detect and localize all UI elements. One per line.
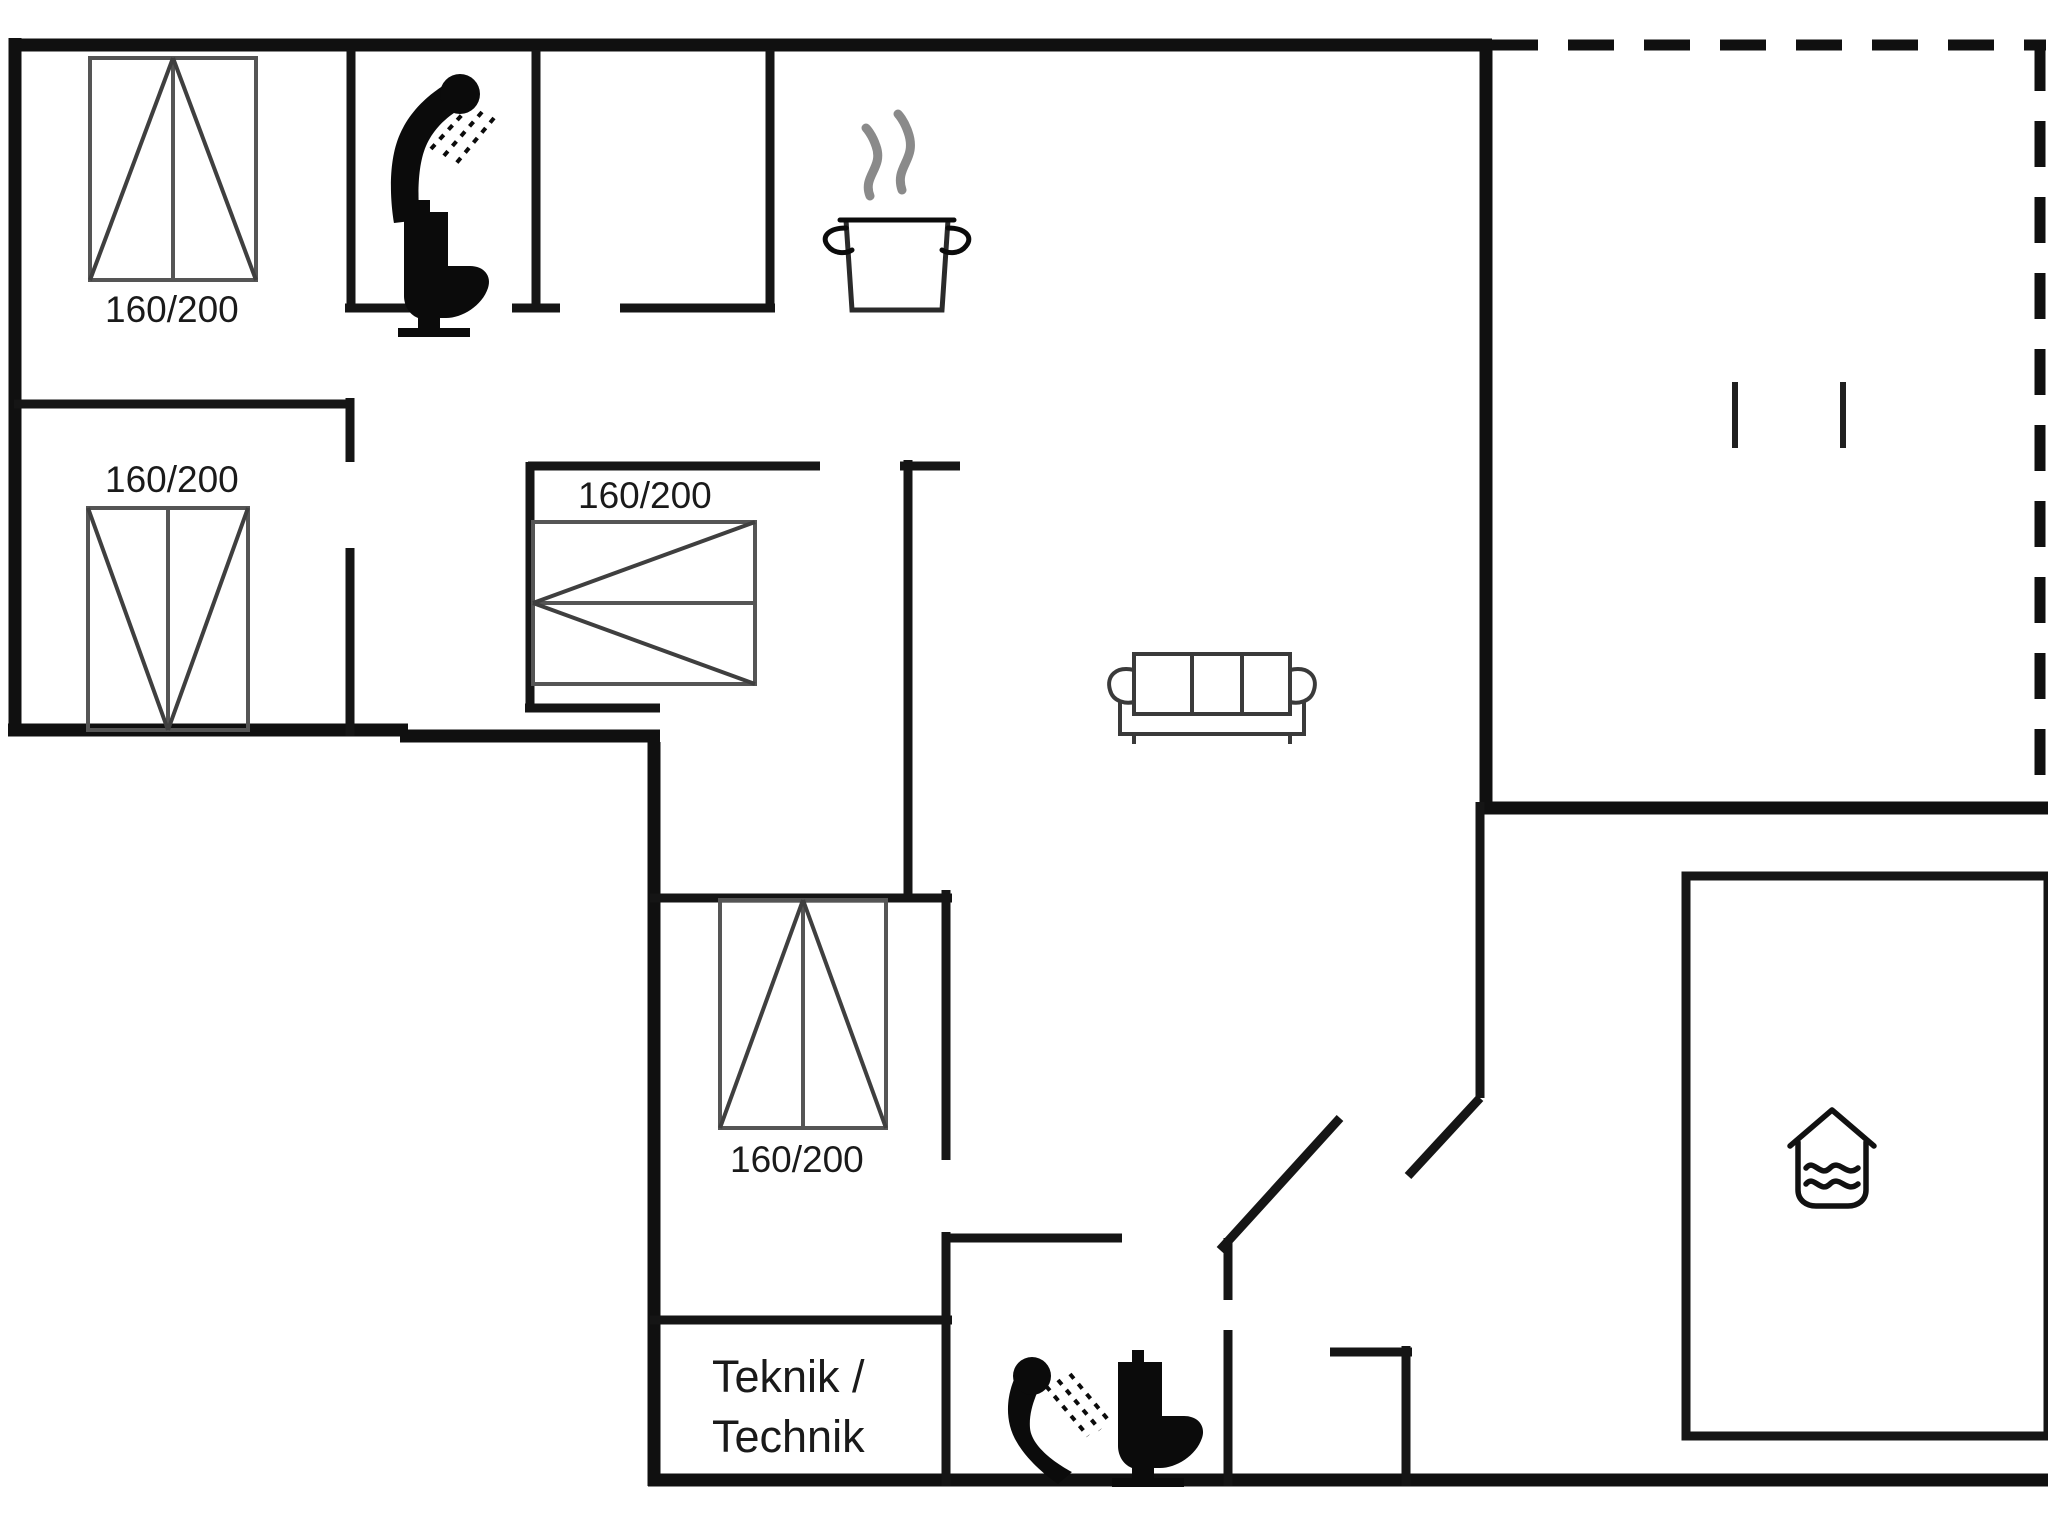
pool-roof [1787,1107,1877,1149]
pool-wave-1 [1803,1162,1861,1174]
bed-top-left: 160/200 [88,56,258,330]
diagonal-walls [1216,802,1485,1254]
bed-size-label: 160/200 [730,1139,864,1180]
wall-diagonal-upper [1404,1094,1484,1180]
pool-wave-2 [1803,1178,1861,1190]
bed-size-label: 160/200 [578,475,712,516]
bed-diagonal-left [86,507,170,731]
technical-room-line-1: Teknik / [712,1351,865,1402]
bed-center: 160/200 [531,475,757,686]
bed-diagonal-right [166,507,250,731]
cooking-pot-icon [822,109,972,313]
bed-diagonal-right [171,57,258,281]
bed-diagonal-bottom [532,601,756,686]
terrace-marks [1732,382,1846,448]
sofa-arm-right [1289,667,1317,705]
terrace-dashed-boundary [1492,39,2046,812]
bed-mid-left: 160/200 [86,459,250,732]
pool-basin-rect [1681,871,2048,1441]
sofa-base [1118,702,1306,736]
interior-walls-lower-center [650,890,1122,1486]
interior-walls-center [525,460,960,900]
bed-diagonal-top [532,520,756,605]
interior-walls-bottom [1223,1238,1412,1486]
interior-walls-top [345,50,775,313]
pool-room-outline [1681,871,2048,1441]
sofa-icon [1107,652,1317,744]
bed-diagonal-left [718,899,805,1129]
toilet-icon [398,200,490,337]
bed-size-label: 160/200 [105,289,239,330]
bed-diagonal-right [801,899,888,1129]
exterior-walls [8,38,2048,1487]
interior-walls-mid-left [14,398,355,736]
bed-lower-center: 160/200 [718,898,888,1180]
toilet-icon [1112,1350,1204,1487]
sofa-back [1132,652,1292,716]
indoor-pool-icon [1787,1107,1877,1209]
pool-basin [1795,1139,1869,1209]
shower-icon [1007,1357,1112,1484]
technical-room-label: Teknik / Technik [712,1351,865,1462]
bed-diagonal-left [88,57,175,281]
technical-room-line-2: Technik [712,1411,865,1462]
wall-diagonal-lower [1216,1114,1344,1254]
bed-size-label: 160/200 [105,459,239,500]
shower-icon [390,74,496,223]
sofa-arm-left [1107,667,1135,705]
